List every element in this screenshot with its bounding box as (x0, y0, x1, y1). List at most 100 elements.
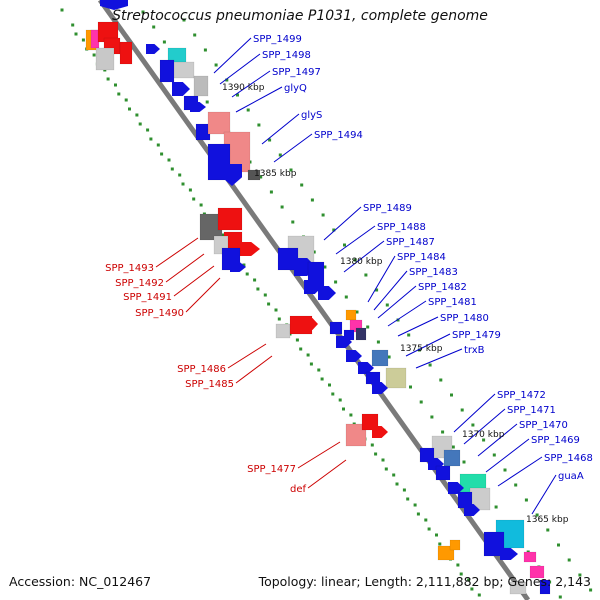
gene-label: glyQ (284, 83, 307, 94)
gene-block (345, 309, 357, 321)
track-dot (257, 123, 261, 127)
leader-line (405, 333, 451, 357)
gene-arrow (230, 262, 246, 272)
track-dot (428, 363, 432, 367)
gene-label: guaA (558, 471, 584, 482)
gene-label: SPP_1494 (314, 130, 363, 141)
track-dot (546, 528, 550, 532)
track-dot (376, 340, 380, 344)
track-dot (375, 288, 379, 292)
track-dot (274, 308, 278, 312)
track-dots (60, 8, 593, 599)
track-dot (263, 293, 267, 297)
track-dot (477, 593, 481, 597)
track-dot (439, 378, 443, 382)
track-dot (124, 98, 128, 102)
leader-line (235, 355, 273, 384)
leader-line (155, 237, 199, 268)
track-dot (277, 317, 281, 321)
track-dot (242, 263, 246, 267)
track-dot (135, 113, 139, 117)
gene-block (539, 579, 551, 595)
gene-arrow (448, 482, 464, 494)
gene-arrow (172, 82, 190, 96)
leader-line (297, 441, 341, 469)
track-dot (214, 63, 218, 67)
track-dot (364, 273, 368, 277)
gene-label: glyS (301, 110, 322, 121)
scale-mark: 1375 kbp (400, 344, 443, 354)
track-dot (181, 182, 185, 186)
leader-line (213, 37, 252, 74)
gene-label: SPP_1491 (123, 292, 172, 303)
track-dot (462, 460, 466, 464)
gene-label: SPP_1468 (544, 453, 593, 464)
track-dot (74, 32, 78, 36)
scale-mark: 1385 kbp (254, 169, 297, 179)
track-dot (193, 33, 197, 37)
track-dot (567, 558, 571, 562)
gene-arrow (238, 242, 260, 256)
leader-line (497, 456, 543, 487)
leader-line (323, 206, 362, 241)
track-dot (402, 488, 406, 492)
track-dot (170, 167, 174, 171)
track-dot (310, 198, 314, 202)
track-dot (427, 527, 431, 531)
gene-label: SPP_1499 (253, 34, 302, 45)
gene-block (371, 349, 389, 367)
gene-label: SPP_1470 (519, 420, 568, 431)
leader-line (335, 225, 376, 255)
leader-line (415, 348, 463, 369)
track-dot (146, 128, 150, 132)
track-dot (291, 220, 295, 224)
topology-label: Topology: linear; Length: 2,111,882 bp; … (258, 574, 591, 589)
track-dot (578, 573, 582, 577)
track-dot (450, 393, 453, 397)
track-dot (205, 100, 209, 104)
gene-block (435, 465, 451, 481)
gene-label: SPP_1497 (272, 67, 321, 78)
track-dot (245, 272, 249, 276)
leader-line (173, 265, 215, 297)
label-leader-lines (155, 37, 557, 515)
genome-backbone (97, 0, 531, 600)
track-dot (344, 295, 348, 299)
gene-labels: SPP_1499SPP_1498SPP_1497glyQglySSPP_1494… (105, 34, 593, 495)
track-dot (482, 438, 486, 442)
track-dot (278, 153, 282, 157)
track-dot (246, 108, 250, 112)
gene-label: SPP_1482 (418, 282, 467, 293)
gene-block (247, 169, 261, 181)
track-dot (152, 25, 156, 29)
track-dot (385, 303, 389, 307)
gene-block (119, 41, 133, 65)
gene-block (275, 323, 291, 339)
track-dot (435, 533, 438, 537)
gene-label: SPP_1492 (115, 278, 164, 289)
track-dot (149, 137, 153, 141)
scale-mark: 1365 kbp (526, 515, 569, 525)
leader-line (165, 253, 205, 283)
track-dot (392, 473, 396, 477)
track-dot (343, 243, 346, 247)
gene-label: SPP_1486 (177, 364, 226, 375)
track-dot (60, 8, 64, 12)
leader-line (343, 240, 385, 273)
gene-arrow (146, 44, 160, 54)
track-dot (451, 445, 455, 449)
track-dot (338, 398, 342, 402)
gene-block (95, 47, 115, 71)
track-dot (349, 413, 353, 417)
track-dot (353, 258, 357, 262)
leader-line (367, 255, 396, 303)
gene-label: SPP_1481 (428, 297, 477, 308)
track-dot (342, 407, 345, 411)
track-dot (328, 383, 331, 387)
track-dot (417, 348, 421, 352)
track-dot (430, 415, 434, 419)
scale-mark: 1370 kbp (462, 430, 505, 440)
track-dot (459, 572, 463, 576)
